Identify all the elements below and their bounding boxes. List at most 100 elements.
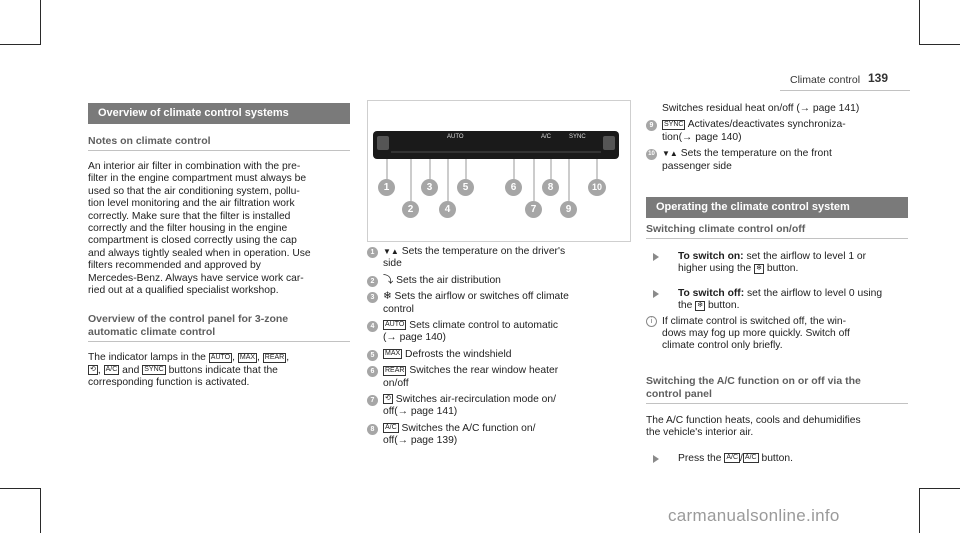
middle-item-list: 1 ▼▲ Sets the temperature on the driver'…: [367, 246, 629, 448]
callout-10: 10: [588, 179, 606, 196]
sync-icon: SYNC: [142, 365, 166, 376]
list-item: 1 ▼▲ Sets the temperature on the driver'…: [367, 246, 629, 271]
callout-1: 1: [378, 179, 395, 196]
page-number: 139: [868, 71, 889, 85]
ac-icon: A/C: [103, 365, 120, 376]
callout-6: 6: [505, 179, 522, 196]
step-label: To switch on:: [678, 251, 744, 263]
text-line: filters recommended and approved by: [88, 260, 261, 272]
item-text: off(→ page 141): [383, 406, 458, 418]
text-run: ,: [97, 364, 101, 376]
ac-icon: A/C: [383, 423, 399, 434]
item-number: 8: [367, 423, 378, 435]
crop-mark: [0, 488, 41, 489]
auto-button-label: AUTO: [447, 134, 464, 140]
switch-heading: Switching climate control on/off: [646, 223, 908, 240]
instruction-step: To switch on: set the airflow to level 1…: [646, 251, 908, 276]
section-title: Operating the climate control system: [646, 197, 908, 219]
section-title: Overview of climate control systems: [88, 103, 350, 124]
panel-edge: [391, 151, 601, 153]
text-line: correctly. Make sure that the filter is …: [88, 210, 291, 222]
item-text: Activates/deactivates synchroniza-: [687, 119, 846, 131]
list-item: 10 ▼▲ Sets the temperature on the front …: [646, 148, 908, 173]
step-label: To switch off:: [678, 287, 745, 299]
temperature-rocker-left: [377, 136, 389, 150]
callout-8: 8: [542, 179, 559, 196]
note-text: dows may fog up more quickly. Switch off: [662, 328, 850, 340]
text-line: filter in the engine compartment must al…: [88, 173, 307, 185]
item-text: Sets the temperature on the driver's: [401, 246, 566, 257]
crop-mark: [919, 0, 920, 45]
fan-icon: ❄: [383, 291, 392, 303]
item-text: Switches the A/C function on/: [401, 422, 536, 434]
list-item: 2 ⤵ Sets the air distribution: [367, 275, 629, 287]
text-line: The A/C function heats, cools and dehumi…: [646, 414, 861, 426]
item-number: 6: [367, 366, 378, 378]
step-text: button.: [761, 452, 793, 464]
text-run: buttons indicate that the: [168, 364, 278, 376]
item-number: 4: [367, 321, 378, 333]
callout-2: 2: [402, 201, 419, 218]
callout-lines: [386, 159, 598, 201]
item-number: 9: [646, 120, 657, 132]
item-text: passenger side: [662, 160, 732, 172]
step-text: set the airflow to level 0 using: [747, 287, 883, 299]
callout-9: 9: [560, 201, 577, 218]
item-text: Defrosts the windshield: [405, 348, 512, 360]
item-number: 2: [367, 275, 378, 287]
notes-heading: Notes on climate control: [88, 135, 350, 151]
step-text: button.: [766, 263, 799, 275]
ac-button-label: A/C: [541, 134, 552, 140]
text-line: used so that the air conditioning system…: [88, 185, 300, 197]
item-text: Sets the temperature on the front: [680, 148, 832, 160]
list-item: 3 ❄ Sets the airflow or switches off cli…: [367, 291, 629, 316]
heading-line: Switching the A/C function on or off via…: [646, 374, 861, 387]
instruction-step: Press the A/C/A/C button.: [646, 453, 908, 465]
step-arrow-icon: [653, 289, 659, 298]
callout-3: 3: [421, 179, 438, 196]
item-text: Sets the air distribution: [396, 274, 501, 286]
control-panel: AUTO A/C SYNC: [373, 131, 619, 159]
sync-button-label: SYNC: [569, 134, 586, 140]
running-title: Climate control: [790, 74, 861, 86]
step-text: set the airflow to level 1 or: [746, 251, 867, 263]
air-distribution-icon: ⤵: [383, 274, 394, 286]
text-line: Mercedes-Benz. Always have service work …: [88, 272, 304, 284]
crop-mark: [919, 44, 960, 45]
control-panel-illustration: AUTO A/C SYNC 1 2 3 4 5 6 7 8 9 10: [367, 100, 631, 242]
indicator-paragraph: The indicator lamps in the AUTO, MAX, RE…: [88, 352, 350, 389]
fan-icon: ❄: [695, 300, 706, 311]
heading-line: control panel: [646, 387, 712, 400]
callout-5: 5: [457, 179, 474, 196]
temperature-rocker-right: [603, 136, 615, 150]
header-rule: [780, 90, 910, 91]
item-text: Switches air-recirculation mode on/: [395, 394, 556, 406]
list-item: 8 A/C Switches the A/C function on/ off(…: [367, 423, 629, 448]
step-text: Press the: [678, 452, 722, 464]
item-text: off(→ page 139): [383, 435, 458, 447]
note-text: If climate control is switched off, the …: [662, 315, 847, 327]
text-line: ried out at a qualified specialist works…: [88, 285, 279, 297]
ac-icon: A/C: [742, 452, 759, 463]
defrost-max-icon: MAX: [237, 352, 258, 363]
item-text: Switches the rear window heater: [409, 365, 559, 377]
list-item: 9 SYNC Activates/deactivates synchroniza…: [646, 119, 908, 144]
crop-mark: [919, 488, 920, 533]
heading-line: automatic climate control: [88, 326, 216, 339]
recirculation-icon: ⟲: [383, 394, 393, 405]
step-text: button.: [707, 300, 740, 312]
crop-mark: [40, 488, 41, 533]
text-run: ,: [232, 352, 235, 364]
step-text: higher using the: [678, 263, 752, 275]
item-number: 7: [367, 395, 378, 407]
text-run: and: [122, 364, 140, 376]
heading-line: Overview of the control panel for 3-zone: [88, 313, 289, 326]
text-line: correctly and the filter housing in the …: [88, 223, 288, 235]
step-arrow-icon: [653, 454, 659, 463]
text-line: tion level monitoring and the air filtra…: [88, 198, 295, 210]
text-line: compartment is closed correctly using th…: [88, 235, 297, 247]
item-text: (→ page 140): [383, 332, 446, 344]
instruction-step: To switch off: set the airflow to level …: [646, 288, 908, 313]
list-item: 7 ⟲ Switches air-recirculation mode on/ …: [367, 394, 629, 419]
text-line: the vehicle's interior air.: [646, 427, 754, 439]
